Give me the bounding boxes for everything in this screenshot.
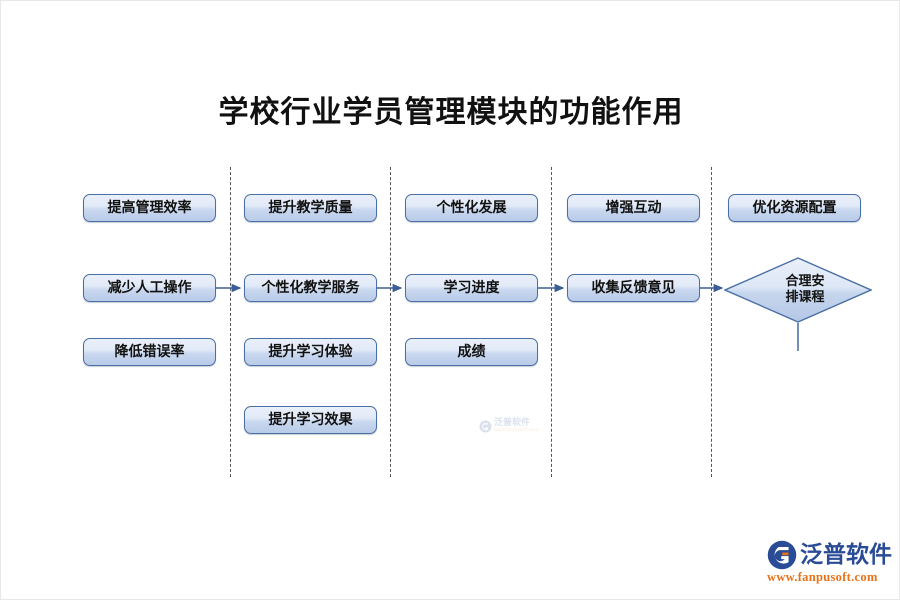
column-divider-3	[551, 167, 552, 477]
logo-brand-text: 泛普软件	[800, 542, 892, 568]
column-divider-4	[711, 167, 712, 477]
column-divider-1	[230, 167, 231, 477]
fanpu-logo-icon	[767, 540, 797, 570]
brand-logo: 泛普软件 www.fanpusoft.com	[767, 539, 893, 589]
node-improve-teaching-quality[interactable]: 提升教学质量	[244, 194, 377, 222]
node-optimize-resource-allocation[interactable]: 优化资源配置	[728, 194, 861, 222]
page-title: 学校行业学员管理模块的功能作用	[218, 95, 684, 130]
watermark-logo-icon	[479, 419, 492, 433]
node-reduce-manual-operations[interactable]: 减少人工操作	[83, 274, 216, 302]
diamond-label: 合理安 排课程	[724, 257, 872, 323]
node-collect-feedback[interactable]: 收集反馈意见	[567, 274, 700, 302]
node-improve-learning-experience[interactable]: 提升学习体验	[244, 338, 377, 366]
logo-url-text: www.fanpusoft.com	[767, 570, 878, 584]
node-arrange-courses-diamond[interactable]: 合理安 排课程	[724, 257, 872, 323]
node-learning-progress[interactable]: 学习进度	[405, 274, 538, 302]
node-personalized-development[interactable]: 个性化发展	[405, 194, 538, 222]
watermark-brand: 泛普软件	[494, 418, 531, 428]
column-divider-2	[390, 167, 391, 477]
diamond-label-line1: 合理安	[785, 274, 825, 289]
diamond-shape	[724, 257, 872, 323]
diamond-label-line2: 排课程	[785, 290, 825, 305]
center-watermark: 泛普软件 www.fanpusoft.com	[479, 415, 543, 437]
node-enhance-interaction[interactable]: 增强互动	[567, 194, 700, 222]
node-personalized-teaching-service[interactable]: 个性化教学服务	[244, 274, 377, 302]
node-reduce-error-rate[interactable]: 降低错误率	[83, 338, 216, 366]
watermark-url: www.fanpusoft.com	[494, 428, 539, 433]
node-improve-management-efficiency[interactable]: 提高管理效率	[83, 194, 216, 222]
node-improve-learning-outcome[interactable]: 提升学习效果	[244, 406, 377, 434]
node-grades[interactable]: 成绩	[405, 338, 538, 366]
